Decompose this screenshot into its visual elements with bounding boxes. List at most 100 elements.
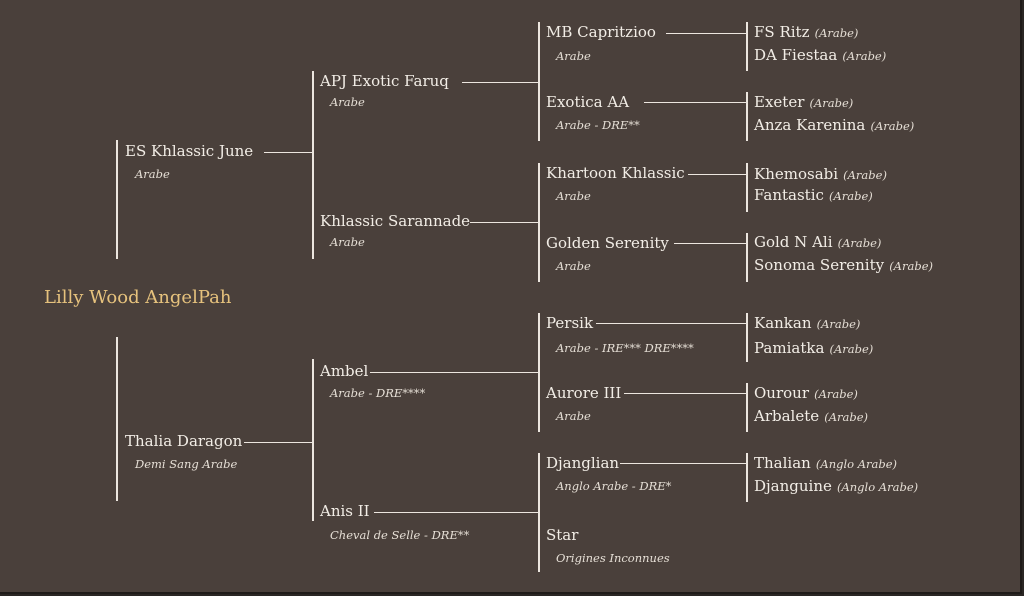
connector <box>666 33 746 34</box>
ancestor-breed: Arabe <box>330 235 365 249</box>
ancestor-entry: Khemosabi (Arabe) <box>754 165 887 184</box>
connector <box>264 152 312 153</box>
dam-bracket <box>116 337 118 501</box>
connector <box>624 393 746 394</box>
ancestor-name: Arbalete <box>754 407 820 425</box>
connector <box>746 163 748 212</box>
ancestor-breed: (Arabe) <box>814 387 858 401</box>
ancestor-name: Anza Karenina <box>754 116 866 134</box>
ancestor-entry: DA Fiestaa (Arabe) <box>754 46 886 65</box>
ancestor-breed: Cheval de Selle - DRE** <box>330 528 470 542</box>
ancestor-breed: Arabe - IRE*** DRE**** <box>556 341 694 355</box>
ancestor-entry: Anza Karenina (Arabe) <box>754 116 914 135</box>
ancestor-name: APJ Exotic Faruq <box>320 72 449 90</box>
ancestor-breed: (Arabe) <box>828 189 873 203</box>
ancestor-breed: (Arabe) <box>843 168 887 182</box>
ancestor-name: Khemosabi <box>754 165 839 183</box>
ancestor-breed: (Anglo Arabe) <box>836 480 919 494</box>
ancestor-breed: Arabe <box>330 95 365 109</box>
ancestor-name: Ourour <box>754 384 809 402</box>
connector <box>538 453 540 572</box>
ancestor-breed: Arabe <box>556 49 591 63</box>
connector <box>746 383 748 432</box>
connector <box>312 359 314 521</box>
ancestor-breed: (Anglo Arabe) <box>815 457 898 471</box>
ancestor-name: FS Ritz <box>754 23 810 41</box>
connector <box>644 102 746 103</box>
dam-name: Thalia Daragon <box>125 432 243 450</box>
ancestor-breed: Origines Inconnues <box>556 551 670 565</box>
ancestor-breed: (Arabe) <box>842 49 887 63</box>
connector <box>746 233 748 282</box>
connector <box>746 92 748 141</box>
connector <box>244 442 312 443</box>
ancestor-entry: Exeter (Arabe) <box>754 93 853 112</box>
connector <box>688 174 746 175</box>
ancestor-entry: Kankan (Arabe) <box>754 314 860 333</box>
ancestor-name: Khartoon Khlassic <box>546 164 685 182</box>
ancestor-name: Pamiatka <box>754 339 825 357</box>
connector <box>746 453 748 502</box>
ancestor-breed: (Arabe) <box>889 259 933 273</box>
connector <box>538 313 540 432</box>
ancestor-entry: Djanguine (Anglo Arabe) <box>754 477 918 496</box>
connector <box>470 222 538 223</box>
ancestor-breed: Anglo Arabe - DRE* <box>556 479 672 493</box>
ancestor-breed: (Arabe) <box>824 410 869 424</box>
ancestor-name: Aurore III <box>546 384 622 402</box>
ancestor-name: Star <box>546 526 579 544</box>
ancestor-name: Thalian <box>754 454 811 472</box>
ancestor-entry: Arbalete (Arabe) <box>754 407 868 426</box>
ancestor-name: Djanglian <box>546 454 620 472</box>
ancestor-name: Golden Serenity <box>546 234 669 252</box>
ancestor-name: MB Capritzioo <box>546 23 656 41</box>
ancestor-breed: (Arabe) <box>809 96 854 110</box>
ancestor-breed: (Arabe) <box>814 26 859 40</box>
connector <box>370 372 538 373</box>
ancestor-name: Fantastic <box>754 186 824 204</box>
ancestor-breed: (Arabe) <box>870 119 915 133</box>
sire-bracket <box>116 140 118 259</box>
ancestor-name: Anis II <box>320 502 370 520</box>
ancestor-name: Exotica AA <box>546 93 630 111</box>
sire-breed: Arabe <box>135 167 170 181</box>
subject-name: Lilly Wood AngelPah <box>44 287 232 308</box>
connector <box>596 323 746 324</box>
ancestor-name: Kankan <box>754 314 812 332</box>
connector <box>746 313 748 362</box>
ancestor-name: Persik <box>546 314 594 332</box>
ancestor-entry: Thalian (Anglo Arabe) <box>754 454 897 473</box>
ancestor-name: Exeter <box>754 93 805 111</box>
ancestor-name: Khlassic Sarannade <box>320 212 471 230</box>
connector <box>374 512 538 513</box>
connector <box>746 22 748 71</box>
ancestor-breed: Arabe <box>556 259 591 273</box>
dam-breed: Demi Sang Arabe <box>135 457 238 471</box>
ancestor-entry: Pamiatka (Arabe) <box>754 339 873 358</box>
connector <box>312 71 314 259</box>
ancestor-entry: Gold N Ali (Arabe) <box>754 233 881 252</box>
connector <box>538 22 540 141</box>
ancestor-breed: (Arabe) <box>816 317 861 331</box>
ancestor-entry: Sonoma Serenity (Arabe) <box>754 256 933 275</box>
ancestor-entry: Ourour (Arabe) <box>754 384 858 403</box>
ancestor-breed: (Arabe) <box>829 342 874 356</box>
ancestor-name: Sonoma Serenity <box>754 256 885 274</box>
connector <box>462 82 538 83</box>
ancestor-breed: Arabe <box>556 189 591 203</box>
ancestor-breed: Arabe <box>556 409 591 423</box>
ancestor-entry: FS Ritz (Arabe) <box>754 23 858 42</box>
ancestor-name: Gold N Ali <box>754 233 833 251</box>
ancestor-name: Ambel <box>320 362 369 380</box>
ancestor-entry: Fantastic (Arabe) <box>754 186 873 205</box>
sire-name: ES Khlassic June <box>125 142 254 160</box>
ancestor-breed: (Arabe) <box>837 236 882 250</box>
connector <box>674 243 746 244</box>
connector <box>620 463 746 464</box>
ancestor-breed: Arabe - DRE** <box>556 118 640 132</box>
ancestor-breed: Arabe - DRE**** <box>330 386 426 400</box>
connector <box>538 163 540 282</box>
ancestor-name: Djanguine <box>754 477 832 495</box>
ancestor-name: DA Fiestaa <box>754 46 838 64</box>
